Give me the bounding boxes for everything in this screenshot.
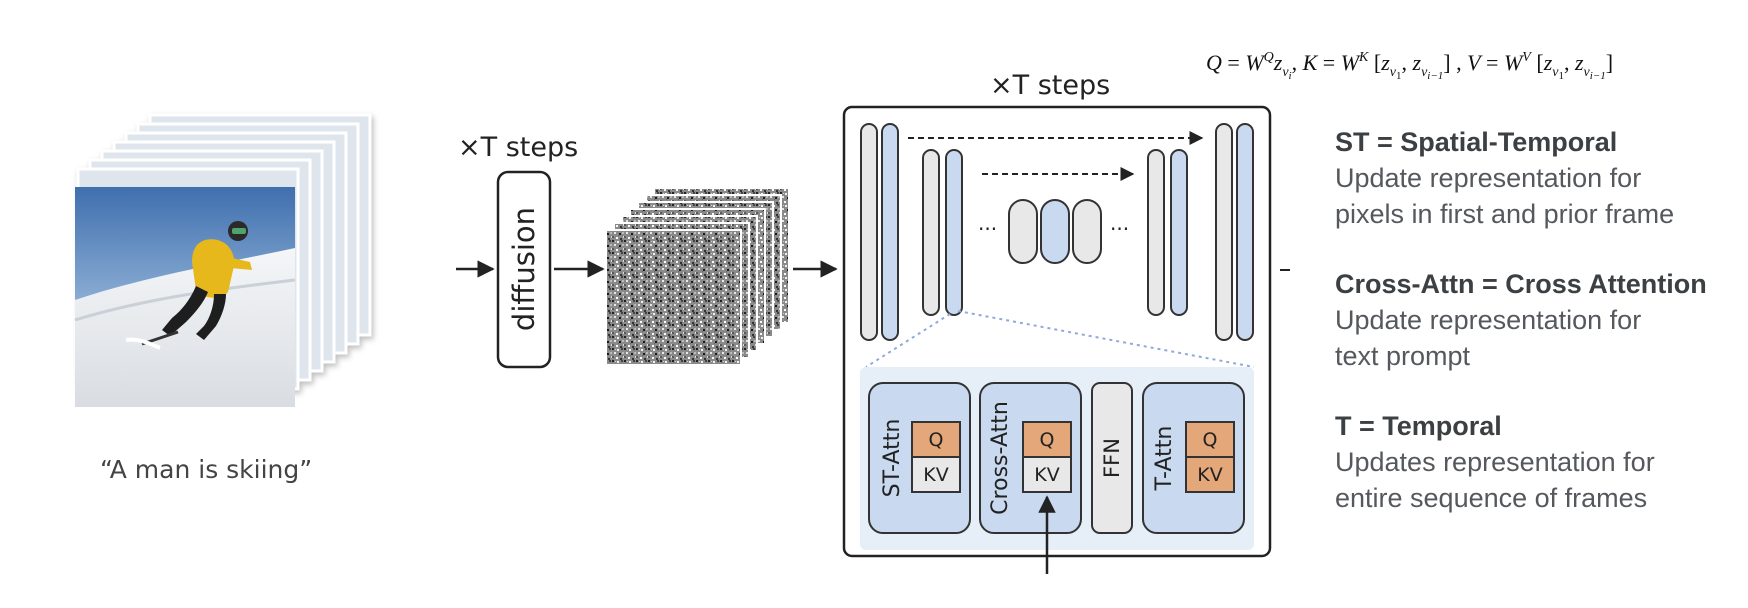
unet-encoder [860, 123, 963, 341]
noise-frame-stack [605, 187, 790, 366]
legend-item-t: T = Temporal Updates representation for … [1335, 408, 1735, 516]
query-label: Q [1203, 429, 1218, 451]
diffusion-steps-label: ×T steps [458, 132, 578, 163]
bottleneck-pill [1040, 199, 1070, 264]
input-frame-stack [74, 113, 372, 407]
legend-title: ST = Spatial-Temporal [1335, 127, 1618, 157]
unet-decoder [1147, 123, 1254, 341]
ffn-label: FFN [1100, 438, 1124, 478]
zoom-line-right [957, 310, 1255, 368]
query-box [911, 421, 961, 458]
legend: ST = Spatial-Temporal Update representat… [1335, 124, 1735, 550]
query-label: Q [1040, 429, 1055, 451]
unet-bar [1147, 149, 1165, 316]
cross-attn-block: Cross-Attn Q KV [979, 382, 1082, 534]
key-value-label: KV [923, 464, 948, 486]
query-box [1185, 421, 1235, 458]
attention-formula: Q = WQzvi, K = WK [zv1, zvi−1] , V = WV … [1206, 50, 1613, 82]
key-value-label: KV [1197, 464, 1222, 486]
key-value-label: KV [1034, 464, 1059, 486]
cross-attn-label: Cross-Attn [988, 401, 1013, 515]
legend-desc-line: Update representation for [1335, 163, 1642, 193]
ellipsis-left: ··· [978, 217, 997, 241]
skier-image [74, 187, 296, 407]
legend-item-cross-attn: Cross-Attn = Cross Attention Update repr… [1335, 266, 1735, 374]
diffusion-block [496, 170, 552, 369]
bottleneck-pill [1072, 199, 1102, 264]
t-attn-block: T-Attn Q KV [1142, 382, 1245, 534]
query-label: Q [929, 429, 944, 451]
st-attn-block: ST-Attn Q KV [868, 382, 971, 534]
legend-desc-line: Updates representation for [1335, 447, 1655, 477]
st-attn-label: ST-Attn [880, 419, 905, 498]
unet-bottleneck: ··· ··· [978, 199, 1129, 264]
unet-bar [860, 123, 878, 341]
unet-bar [1170, 149, 1188, 316]
legend-desc-line: Update representation for [1335, 305, 1642, 335]
zoom-line-left [865, 313, 951, 368]
legend-item-st: ST = Spatial-Temporal Update representat… [1335, 124, 1735, 232]
legend-desc-line: pixels in first and prior frame [1335, 199, 1675, 229]
ellipsis-right: ··· [1110, 217, 1129, 241]
legend-title: T = Temporal [1335, 411, 1502, 441]
legend-desc-line: entire sequence of frames [1335, 483, 1648, 513]
key-value-box [1185, 456, 1235, 493]
query-box [1022, 421, 1072, 458]
key-value-box [911, 456, 961, 493]
unet-steps-label: ×T steps [990, 70, 1110, 101]
legend-desc-line: text prompt [1335, 341, 1471, 371]
t-attn-label: T-Attn [1152, 426, 1177, 492]
unet-bar [1236, 123, 1254, 341]
key-value-box [1022, 456, 1072, 493]
diffusion-label: diffusion [507, 207, 541, 331]
legend-title: Cross-Attn = Cross Attention [1335, 269, 1707, 299]
ffn-block: FFN [1091, 382, 1133, 534]
unet-bar [881, 123, 899, 341]
unet-bar [1215, 123, 1233, 341]
unet-bar [922, 149, 940, 316]
unet-bar [945, 149, 963, 316]
input-caption: “A man is skiing” [100, 455, 312, 484]
bottleneck-pill [1008, 199, 1038, 264]
